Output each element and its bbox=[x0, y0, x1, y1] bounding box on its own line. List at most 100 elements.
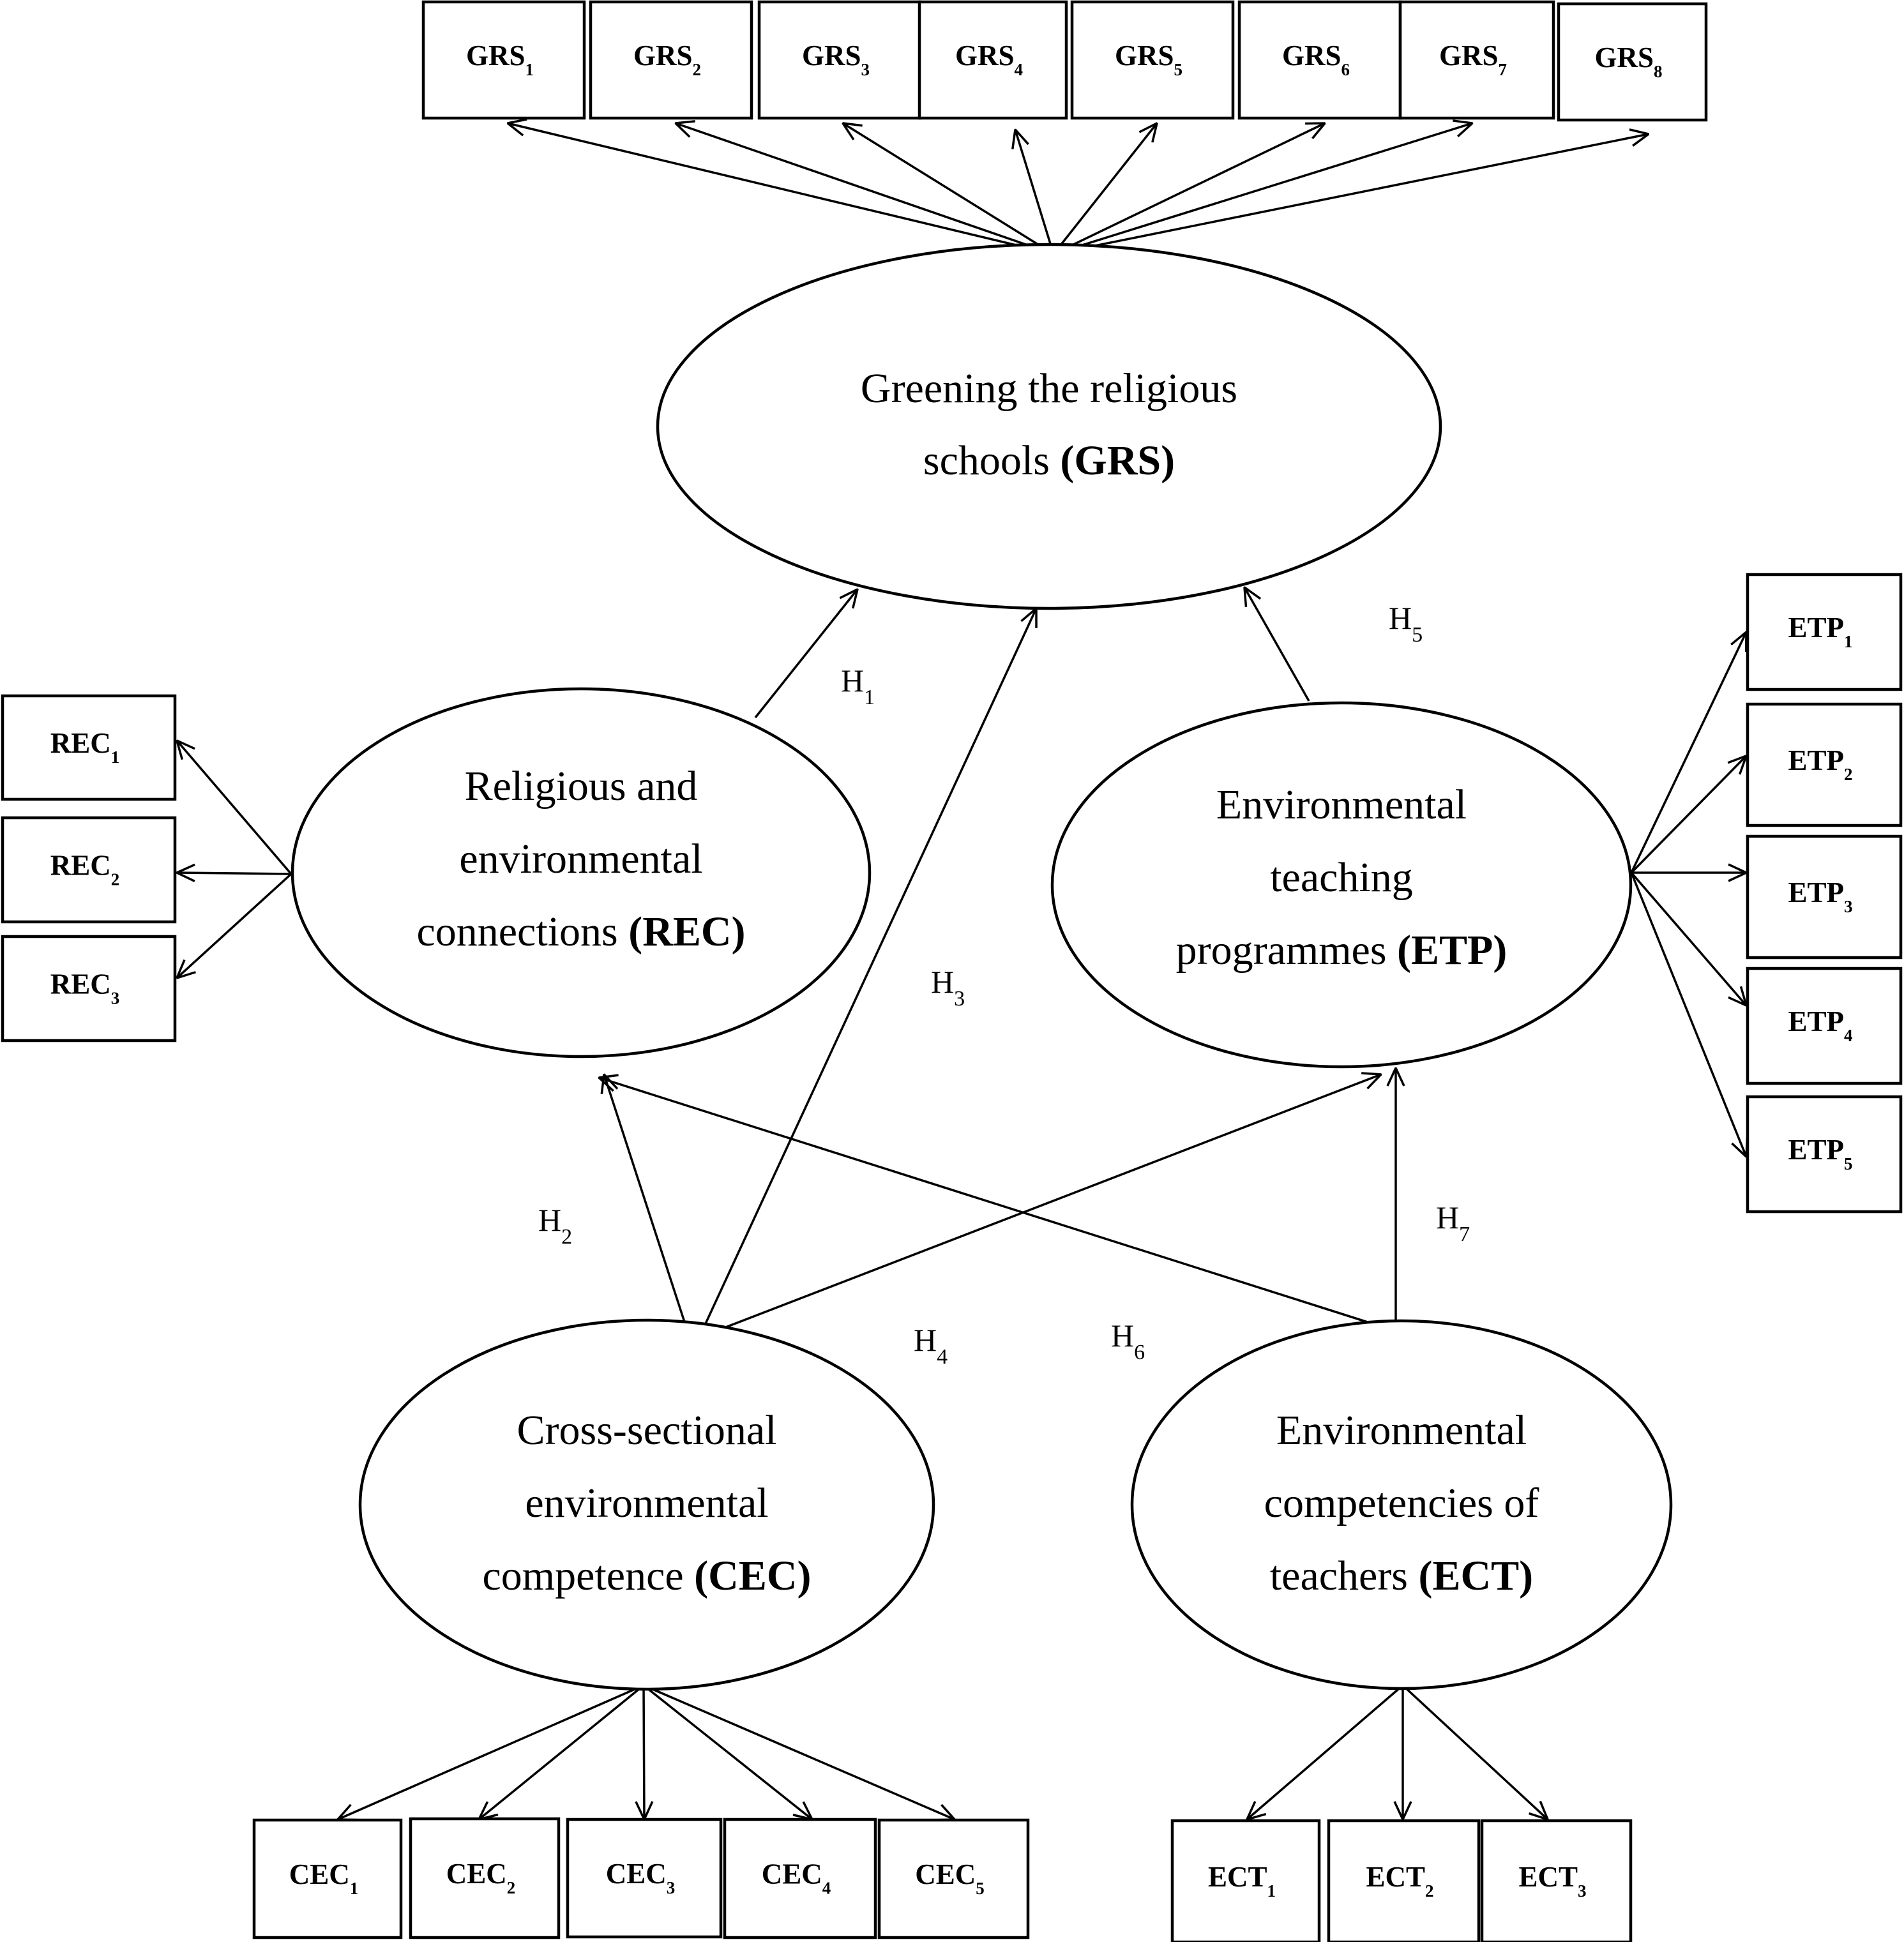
path-arrow-h1 bbox=[754, 589, 858, 719]
indicator-arrow-grs-8 bbox=[1053, 134, 1649, 255]
path-arrow-h5 bbox=[1244, 587, 1310, 702]
indicator-label: ECT2 bbox=[1366, 1861, 1433, 1901]
indicator-box bbox=[566, 1818, 723, 1939]
indicator-grs-1: GRS1 bbox=[421, 0, 586, 120]
latent-abbr-grs: (GRS) bbox=[1060, 437, 1175, 484]
indicator-box bbox=[877, 1818, 1030, 1939]
indicator-label: GRS8 bbox=[1594, 41, 1662, 81]
indicator-box bbox=[1170, 1819, 1321, 1942]
indicator-label: CEC2 bbox=[446, 1858, 516, 1897]
indicator-arrow-rec-3 bbox=[177, 873, 292, 978]
indicator-label: REC2 bbox=[50, 850, 120, 889]
indicator-ect-1: ECT1 bbox=[1170, 1819, 1321, 1942]
indicator-box bbox=[1398, 0, 1555, 120]
indicator-grs-8: GRS8 bbox=[1557, 2, 1708, 122]
indicator-grs-7: GRS7 bbox=[1398, 0, 1555, 120]
hypothesis-label-h2: H2 bbox=[538, 1202, 572, 1249]
latent-label-etp-line-2: teaching bbox=[1270, 854, 1413, 901]
hypothesis-label-h7: H7 bbox=[1436, 1200, 1470, 1246]
indicator-label: GRS2 bbox=[633, 40, 701, 79]
indicator-label: REC1 bbox=[50, 727, 120, 767]
indicator-label: CEC5 bbox=[915, 1858, 985, 1898]
indicator-box bbox=[252, 1818, 403, 1939]
indicator-arrow-cec-1 bbox=[338, 1684, 644, 1819]
indicator-box bbox=[1746, 573, 1903, 691]
indicator-label: ETP3 bbox=[1788, 877, 1852, 916]
indicator-arrow-grs-4 bbox=[1015, 130, 1055, 255]
latent-label-rec-line-2: environmental bbox=[459, 836, 702, 882]
indicator-arrow-etp-2 bbox=[1630, 756, 1746, 874]
indicator-label: ETP5 bbox=[1788, 1134, 1852, 1173]
latent-etp: Environmental teaching programmes (ETP) bbox=[1050, 701, 1633, 1069]
indicator-box bbox=[421, 0, 586, 120]
hypothesis-label-h6: H6 bbox=[1111, 1318, 1145, 1364]
indicator-grs-2: GRS2 bbox=[589, 0, 753, 120]
latent-label-grs-line-1: Greening the religious bbox=[861, 365, 1237, 412]
hypothesis-label-h3: H3 bbox=[931, 964, 965, 1011]
indicator-label: ETP1 bbox=[1788, 612, 1852, 651]
latent-label-grs-line-2: schools (GRS) bbox=[923, 437, 1175, 484]
indicator-rec-2: REC2 bbox=[1, 816, 177, 924]
indicator-box bbox=[757, 0, 922, 120]
indicator-box bbox=[1, 816, 177, 924]
hypothesis-label-h5: H5 bbox=[1389, 600, 1423, 647]
indicator-etp-2: ETP2 bbox=[1746, 702, 1903, 827]
latent-ellipse-ect bbox=[1130, 1319, 1673, 1690]
indicator-box bbox=[1746, 1095, 1903, 1214]
indicator-etp-4: ETP4 bbox=[1746, 967, 1903, 1085]
latent-label-ect-line-1: Environmental bbox=[1276, 1407, 1527, 1454]
indicator-arrow-grs-7 bbox=[1053, 123, 1472, 255]
latent-label-etp-line-1: Environmental bbox=[1216, 781, 1467, 828]
latent-label-cec-line-2: environmental bbox=[525, 1480, 768, 1526]
latent-abbr-cec: (CEC) bbox=[694, 1553, 811, 1599]
path-arrow-h2 bbox=[604, 1074, 688, 1330]
indicator-arrow-cec-4 bbox=[642, 1684, 812, 1819]
latent-ellipse-grs bbox=[656, 243, 1442, 610]
hypothesis-label-h1: H1 bbox=[841, 663, 875, 709]
indicator-box bbox=[1746, 967, 1903, 1085]
indicator-rec-1: REC1 bbox=[1, 694, 177, 801]
latent-label-cec-line-1: Cross-sectional bbox=[517, 1407, 777, 1454]
latent-ellipse-rec bbox=[291, 687, 872, 1058]
indicator-box bbox=[1237, 0, 1402, 120]
indicator-box bbox=[723, 1818, 877, 1939]
indicator-box bbox=[1557, 2, 1708, 122]
indicator-arrow-grs-6 bbox=[1053, 123, 1325, 255]
latent-label-ect-line-2: competencies of bbox=[1264, 1480, 1539, 1526]
indicator-label: REC3 bbox=[50, 968, 120, 1008]
indicator-box bbox=[1746, 834, 1903, 960]
indicator-cec-4: CEC4 bbox=[723, 1818, 877, 1939]
indicator-grs-3: GRS3 bbox=[757, 0, 922, 120]
indicator-label: GRS4 bbox=[955, 40, 1023, 79]
hypothesis-label-h4: H4 bbox=[914, 1322, 948, 1369]
indicator-arrow-ect-3 bbox=[1402, 1684, 1548, 1819]
path-arrow-h4 bbox=[699, 1074, 1381, 1339]
indicator-arrow-etp-4 bbox=[1630, 871, 1746, 1005]
indicator-label: ETP4 bbox=[1788, 1005, 1852, 1045]
indicator-box bbox=[589, 0, 753, 120]
indicator-etp-5: ETP5 bbox=[1746, 1095, 1903, 1214]
indicator-ect-2: ECT2 bbox=[1327, 1819, 1481, 1942]
indicator-cec-5: CEC5 bbox=[877, 1818, 1030, 1939]
indicator-label: GRS3 bbox=[802, 40, 870, 79]
indicator-arrow-cec-2 bbox=[479, 1684, 645, 1819]
latent-label-etp-line-3: programmes (ETP) bbox=[1176, 927, 1507, 974]
indicator-grs-6: GRS6 bbox=[1237, 0, 1402, 120]
indicator-ect-3: ECT3 bbox=[1480, 1819, 1633, 1942]
indicator-arrow-ect-1 bbox=[1247, 1684, 1404, 1819]
latent-label-rec-line-1: Religious and bbox=[465, 763, 698, 809]
indicator-box bbox=[409, 1817, 561, 1939]
indicator-cec-1: CEC1 bbox=[252, 1818, 403, 1939]
indicator-box bbox=[1480, 1819, 1633, 1942]
indicator-label: CEC3 bbox=[606, 1858, 676, 1897]
indicator-arrow-grs-1 bbox=[508, 123, 1054, 255]
indicator-box bbox=[1327, 1819, 1481, 1942]
indicator-label: ETP2 bbox=[1788, 744, 1852, 784]
indicator-cec-2: CEC2 bbox=[409, 1817, 561, 1939]
latent-label-ect-line-3: teachers (ECT) bbox=[1270, 1553, 1533, 1599]
indicator-box bbox=[1746, 702, 1903, 827]
latent-ect: Environmental competencies of teachers (EC… bbox=[1130, 1319, 1673, 1690]
indicator-arrow-etp-5 bbox=[1630, 872, 1746, 1157]
